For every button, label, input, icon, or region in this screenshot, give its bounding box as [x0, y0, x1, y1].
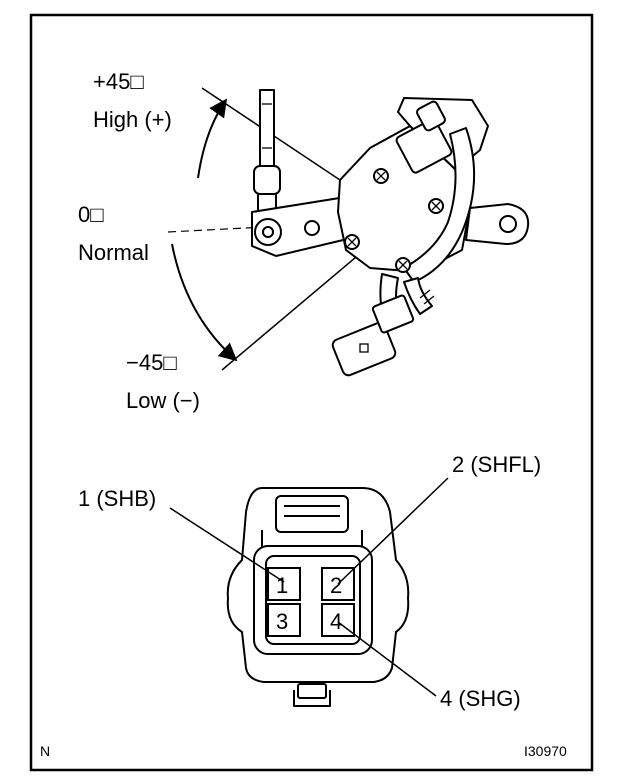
pin-4-number: 4	[330, 609, 342, 634]
pin-3-cavity	[267, 603, 301, 637]
mounting-bracket	[465, 203, 530, 245]
link-rod	[259, 89, 275, 167]
footer-left-code: N	[40, 743, 50, 759]
low-arc-arrow	[171, 243, 238, 362]
lever-hole	[304, 220, 320, 236]
lower-cable-2	[403, 277, 433, 315]
low-angle-label: Low (−)	[126, 388, 200, 413]
pin-2-label: 2 (SHFL)	[452, 452, 541, 477]
normal-angle-label: Normal	[78, 240, 149, 265]
bracket-hole	[499, 215, 517, 233]
pin-2-leader	[337, 477, 449, 585]
high-arc-arrow	[197, 98, 228, 179]
lower-plug-collar	[371, 294, 415, 334]
pin-3-number: 3	[276, 609, 288, 634]
low-angle-value: −45□	[126, 350, 177, 375]
pin-1-label: 1 (SHB)	[78, 486, 156, 511]
normal-angle-value: 0□	[78, 202, 104, 227]
lever-pivot-inner	[262, 226, 274, 238]
high-angle-label: High (+)	[93, 107, 172, 132]
pin-2-number: 2	[330, 573, 342, 598]
figure-border	[29, 13, 594, 772]
high-angle-value: +45□	[93, 69, 144, 94]
pin-1-cavity	[267, 567, 301, 601]
pin-1-number: 1	[276, 573, 288, 598]
lower-plug	[331, 321, 397, 377]
pin-1-leader	[169, 507, 285, 583]
pin-4-label: 4 (SHG)	[440, 686, 521, 711]
connector-latch	[275, 495, 349, 533]
figure-id: I30970	[524, 743, 567, 759]
connector-face	[226, 487, 410, 707]
height-sensor-illustration	[251, 89, 530, 377]
top-plug	[395, 118, 453, 174]
sensor-body	[337, 125, 473, 273]
wire-harness	[403, 127, 476, 283]
pin-4-leader	[337, 621, 437, 697]
top-plug-tip	[416, 100, 446, 132]
link-rod-joint	[253, 165, 281, 195]
